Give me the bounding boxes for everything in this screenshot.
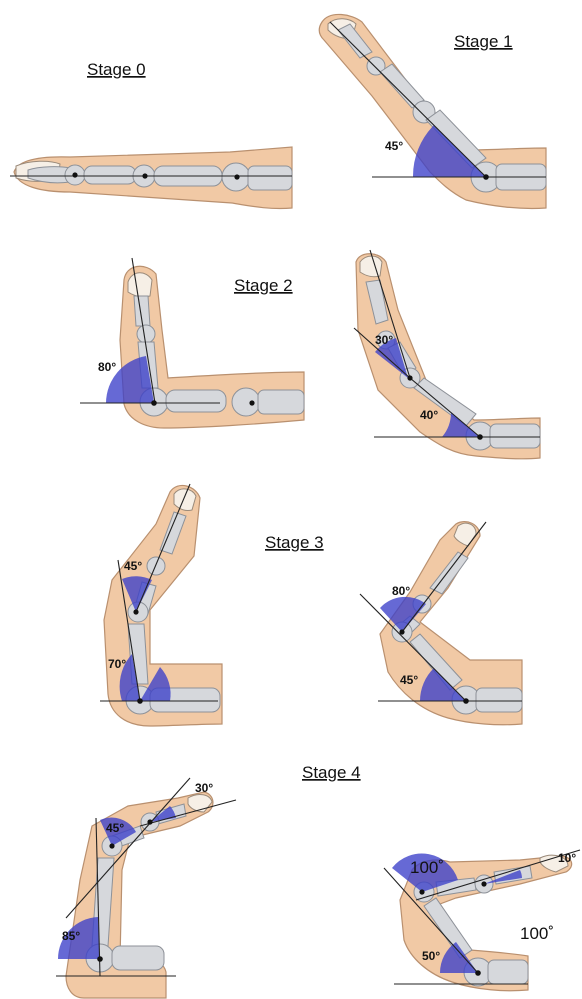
stage-2-angle-label-a: 80° [98, 360, 116, 374]
stage-2-angle-label-b-bottom: 40° [420, 408, 438, 422]
stage-3-angle-label-a-top: 45° [124, 559, 142, 573]
stage-4-angle-label-b-tip: 10° [558, 851, 576, 865]
stage-0-title: Stage 0 [87, 60, 146, 79]
stage-4-angle-label-a-bottom: 85° [62, 929, 80, 943]
stage-3-angle-label-b-top: 80° [392, 584, 410, 598]
stage-3-finger-a [100, 484, 222, 726]
stage-2-finger-b [354, 250, 540, 459]
stage-4-title: Stage 4 [302, 763, 361, 782]
stage-3-title: Stage 3 [265, 533, 324, 552]
stage-4-angle-label-b-mid: 100˚ [410, 858, 444, 877]
stage-4-angle-label-b-right: 100˚ [520, 924, 554, 943]
stage-4-angle-label-a-mid: 45° [106, 821, 124, 835]
stage-4-finger-a [56, 778, 236, 998]
stage-1-title: Stage 1 [454, 32, 513, 51]
stage-3-angle-label-b-bottom: 45° [400, 673, 418, 687]
stage-3-angle-label-a-bottom: 70° [108, 657, 126, 671]
stage-2-angle-label-b-top: 30° [375, 333, 393, 347]
stage-4-angle-label-a-top: 30° [195, 781, 213, 795]
stage-1-angle-label: 45° [385, 139, 403, 153]
stage-3-finger-b [360, 522, 522, 725]
stage-0-finger [10, 147, 292, 209]
stage-2-title: Stage 2 [234, 276, 293, 295]
stage-4-angle-label-b-bottom: 50° [422, 949, 440, 963]
